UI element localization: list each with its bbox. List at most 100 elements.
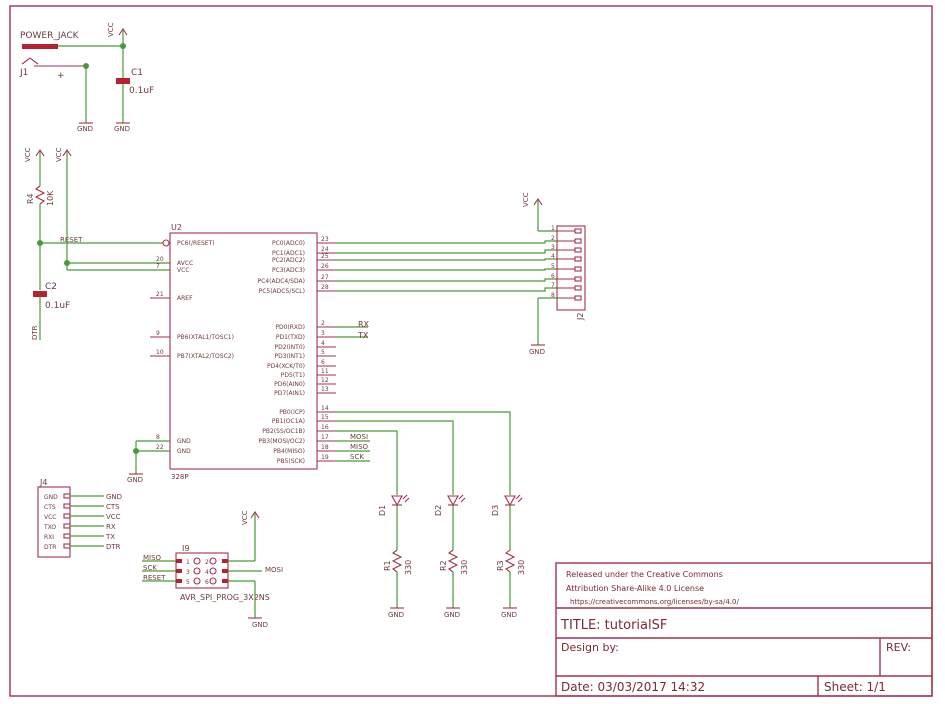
c2-value: 0.1uF <box>45 301 70 311</box>
u2-left-pin-number: 9 <box>156 330 160 337</box>
c1-label: C1 <box>131 68 143 78</box>
u2-right-pin-name: PD4(XCK/T0) <box>267 363 305 370</box>
j2-pin-number: 3 <box>551 244 555 251</box>
u2-right-pin-number: 19 <box>321 454 329 461</box>
j4-net-label: VCC <box>106 513 121 521</box>
c2-capacitor <box>33 291 47 297</box>
led-resistor <box>391 549 403 573</box>
isp-pin-number: 5 <box>186 579 190 586</box>
gnd-label-jack: GND <box>77 125 93 133</box>
u2-left-pin-number: 21 <box>156 291 164 298</box>
u2-right-pin-number: 25 <box>321 253 329 260</box>
j4-net-label: DTR <box>106 543 121 551</box>
j4-net-label: RX <box>106 523 116 531</box>
isp-net-label: RESET <box>143 574 166 582</box>
r4-resistor <box>34 185 46 205</box>
gnd-label-led: GND <box>388 611 404 619</box>
rx-net-label: RX <box>358 320 370 329</box>
u2-name: 328P <box>171 473 189 481</box>
isp-name: AVR_SPI_PROG_3X2NS <box>180 593 270 602</box>
u2-left-pins: PC6(/RESET)20AVCC7VCC21AREF9PB6(XTAL1/TO… <box>150 240 234 455</box>
u2-right-pin-number: 18 <box>321 444 329 451</box>
u2-right-pin-name: PC4(ADC4/SDA) <box>258 278 306 285</box>
j4-ref: J4 <box>39 478 47 487</box>
u2-right-pin-number: 5 <box>321 349 325 356</box>
u2-ref: U2 <box>171 223 182 232</box>
led-label: D1 <box>378 505 387 516</box>
j4-net-label: TX <box>105 533 115 541</box>
led-label: D2 <box>434 505 443 516</box>
u2-right-pin-number: 28 <box>321 284 329 291</box>
sheet-frame <box>9 5 933 697</box>
isp-pin-number: 6 <box>205 579 209 586</box>
u2-right-pin-name: PD3(INT1) <box>275 353 305 360</box>
u2-right-pin-name: PB4(MISO) <box>273 448 305 455</box>
resistor-label: R2 <box>439 560 448 571</box>
resistor-label: R3 <box>496 560 505 571</box>
resistor-value: 330 <box>517 560 526 575</box>
u2-right-pin-number: 13 <box>321 386 329 393</box>
license-url: https://creativecommons.org/licenses/by-… <box>570 598 739 606</box>
u2-right-pin-name: PB1(OC1A) <box>272 418 305 425</box>
u2-right-pin-number: 23 <box>321 236 329 243</box>
j2-body <box>556 225 586 311</box>
u2-right-pin-number: 26 <box>321 263 329 270</box>
u2-right-pin-number: 3 <box>321 330 325 337</box>
j2-pin-number: 2 <box>551 235 555 242</box>
c2-label: C2 <box>45 282 57 292</box>
u2-left-pin-name: AVCC <box>177 260 193 267</box>
vcc-label-avcc: VCC <box>55 147 63 162</box>
j4-pin-name: RXI <box>44 534 54 541</box>
u2-right-pin-name: PB3(MOSI/OC2) <box>259 438 305 445</box>
j2-pin-number: 5 <box>551 263 555 270</box>
u2-right-pin-number: 14 <box>321 405 329 412</box>
j4-pin-name: DTR <box>44 544 56 551</box>
u2-right-pin-name: PD6(AIN0) <box>274 381 305 388</box>
u2-right-pin-name: PD0(RXD) <box>275 324 305 331</box>
u2-left-pin-name: PB7(XTAL2/TOSC2) <box>177 353 234 360</box>
u2-right-pin-number: 24 <box>321 246 329 253</box>
isp-ref: I9 <box>182 544 189 553</box>
isp-pin-number: 2 <box>205 559 209 566</box>
title-block: Released under the Creative Commons Attr… <box>555 562 933 697</box>
sck-net-label: SCK <box>350 453 364 461</box>
u2-right-pin-number: 4 <box>321 340 325 347</box>
u2-right-pin-number: 2 <box>321 320 325 327</box>
u2-left-pin-number: 10 <box>156 349 164 356</box>
u2-right-pin-name: PC2(ADC2) <box>272 257 305 264</box>
j1-plus-label: + <box>57 71 65 81</box>
resistor-label: R1 <box>383 560 392 571</box>
u2-right-pin-number: 17 <box>321 434 329 441</box>
u2-microcontroller: U2 328P PC6(/RESET)20AVCC7VCC21AREF9PB6(… <box>127 223 557 495</box>
j2-pin-number: 7 <box>551 282 555 289</box>
power-jack-pin <box>22 44 58 49</box>
isp-body <box>175 552 229 589</box>
u2-left-pin-number: 22 <box>156 444 164 451</box>
u2-right-pin-name: PD2(INT0) <box>275 344 305 351</box>
j4-pin-name: GND <box>44 494 58 501</box>
u2-left-pin-name: PB6(XTAL1/TOSC1) <box>177 334 234 341</box>
j4-pin-name: VCC <box>44 514 56 521</box>
led-diode <box>504 495 516 507</box>
vcc-label-j2: VCC <box>522 192 530 207</box>
led-resistor <box>447 549 459 573</box>
led-label: D3 <box>491 505 500 516</box>
j2-ref: J2 <box>576 313 585 321</box>
u2-left-pin-number: 7 <box>156 263 160 270</box>
u2-right-pin-name: PB5(SCK) <box>277 458 305 465</box>
isp-pin-number: 1 <box>186 559 190 566</box>
isp-pin-number: 4 <box>205 569 209 576</box>
j4-pin-name: TXO <box>43 524 56 531</box>
vcc-label-r4: VCC <box>24 147 32 162</box>
rev-label: REV: <box>886 641 911 654</box>
u2-right-pin-number: 15 <box>321 414 329 421</box>
license-line-2: Attribution Share-Alike 4.0 License <box>566 584 704 593</box>
u2-right-pin-name: PC3(ADC3) <box>272 267 305 274</box>
